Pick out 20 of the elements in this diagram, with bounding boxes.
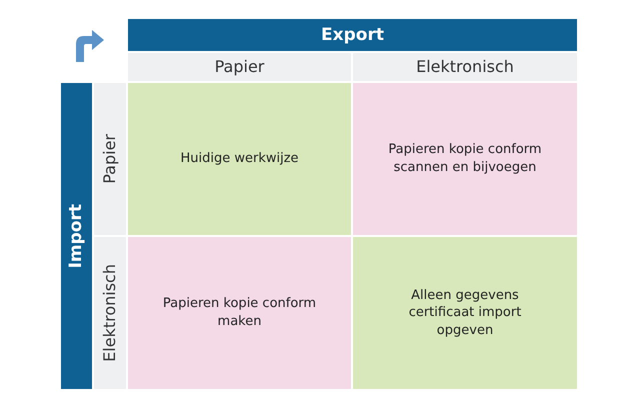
matrix-cell (127, 236, 352, 390)
header-band (127, 18, 578, 52)
column-group-heading: Export (321, 24, 384, 46)
column-heading: Papier (214, 56, 264, 78)
cell-text: Papieren kopie conform maken (162, 295, 318, 331)
header-cell (352, 52, 578, 82)
header-band (60, 82, 93, 390)
cell-text: Papieren kopie conform scannen en bijvoegen (387, 141, 543, 177)
row-heading: Papier (99, 134, 120, 184)
header-cell (93, 236, 127, 390)
row-heading: Elektronisch (99, 264, 120, 362)
matrix-cell (352, 82, 578, 236)
matrix-cell (127, 82, 352, 236)
header-cell (93, 82, 127, 236)
cell-text: Alleen gegevens certificaat import opgeven (408, 286, 522, 340)
column-heading: Elektronisch (416, 56, 514, 78)
matrix-cell (352, 236, 578, 390)
header-cell (127, 52, 352, 82)
cell-text: Huidige werkwijze (180, 150, 299, 168)
row-group-heading: Import (65, 204, 88, 268)
